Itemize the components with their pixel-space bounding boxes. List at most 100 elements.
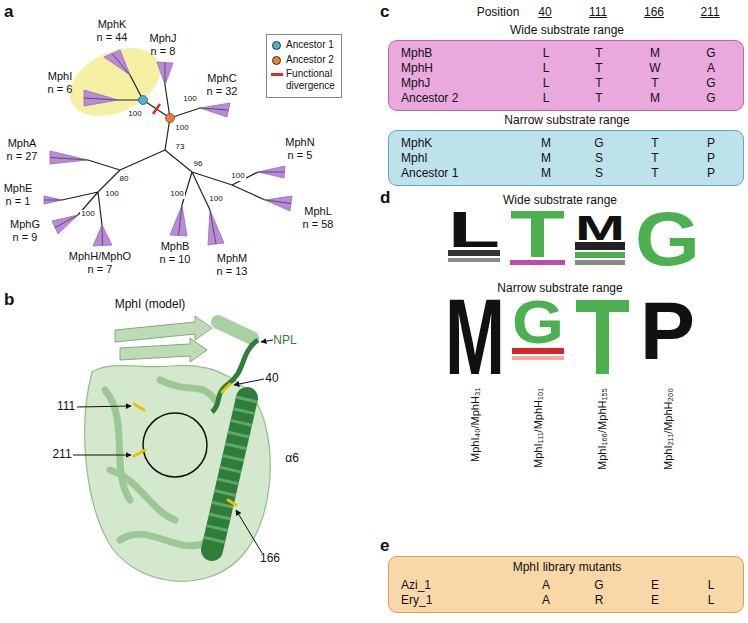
bootstrap-value: 80 <box>119 175 130 184</box>
table-cell: G <box>706 92 715 106</box>
legend-swatch <box>272 56 281 65</box>
table-cell: G <box>706 77 715 91</box>
clade-name: MphB <box>161 240 190 253</box>
bootstrap-value: 100 <box>80 210 95 219</box>
logo-letter: T <box>510 202 565 268</box>
table-cell: G <box>594 579 603 593</box>
logo-letter: G <box>512 293 564 353</box>
table-cell: MphB <box>401 47 432 61</box>
clade-count: n = 10 <box>160 253 191 266</box>
clade-count: n = 13 <box>217 265 248 278</box>
clade-name: MphL <box>304 205 332 218</box>
clade-count: n = 6 <box>48 83 73 96</box>
table-cell: MphH <box>401 62 433 76</box>
table-cell: S <box>595 152 603 166</box>
leader-line <box>236 510 262 553</box>
table-cell: T <box>651 167 658 181</box>
clade-count: n = 32 <box>207 85 238 98</box>
clade-count: n = 44 <box>97 31 128 44</box>
legend-box: Ancestor 1 Ancestor 2 Functional divergenc… <box>266 34 342 98</box>
position-axis-label: MphI₄₀/MphH₃₁ <box>468 388 482 462</box>
minor-residue <box>512 356 564 360</box>
panel-letter: b <box>4 290 14 310</box>
helix-stripes <box>212 398 247 550</box>
clade-count: n = 27 <box>7 150 38 163</box>
beta-sheet <box>115 316 212 362</box>
clade-count: n = 8 <box>151 45 176 58</box>
box-heading: Narrow substrate range <box>504 114 629 128</box>
minor-residue <box>575 260 625 265</box>
bootstrap-value: 100 <box>169 190 184 199</box>
table-cell: L <box>708 579 715 593</box>
clade-name: MphI <box>48 70 72 83</box>
clade-wedge <box>50 151 88 164</box>
ancestor-dot <box>139 96 148 105</box>
clade-count: n = 5 <box>288 149 313 162</box>
position-axis-label: MphI₁₆₆/MphH₁₅₅ <box>595 388 609 470</box>
residue-stick <box>222 384 230 392</box>
alpha6-helix <box>212 398 247 550</box>
legend-item: Ancestor 2 <box>271 54 338 66</box>
residue-stick <box>134 450 145 456</box>
table-cell: P <box>707 167 715 181</box>
ribbon <box>110 470 175 520</box>
minor-residue <box>448 258 500 262</box>
legend-text: Ancestor 1 <box>286 39 340 51</box>
residue-sticks <box>134 384 236 505</box>
logo-letter: L <box>448 206 500 255</box>
leader-lines <box>73 340 273 553</box>
position-number: 211 <box>700 6 719 20</box>
panel-letter: a <box>4 2 13 22</box>
table-cell: M <box>541 137 551 151</box>
ancestor-dot <box>166 114 175 123</box>
panel-letter: c <box>380 2 389 22</box>
table-cell: M <box>650 47 660 61</box>
logo-letter: M <box>575 210 625 246</box>
bootstrap-value: 100 <box>104 190 119 199</box>
table-cell: Ancestor 2 <box>401 92 458 106</box>
clade-wedges <box>44 50 292 246</box>
leader-line <box>77 406 131 407</box>
logo-letter: P <box>640 290 695 372</box>
clade-wedge <box>170 205 187 236</box>
structure-label: α6 <box>285 452 299 466</box>
table-cell: L <box>543 92 550 106</box>
column-header: Position <box>477 6 520 20</box>
table-cell: M <box>650 92 660 106</box>
legend-line-sample <box>271 73 283 76</box>
clade-count: n = 58 <box>303 218 334 231</box>
table-cell: T <box>595 47 602 61</box>
table-cell: Ery_1 <box>401 594 432 608</box>
clade-inner-branches <box>44 54 291 246</box>
logo-letter: M <box>445 285 505 392</box>
structure-label: MphI (model) <box>115 298 186 312</box>
leader-line <box>234 379 264 385</box>
protein-ribbons <box>105 380 215 546</box>
ribbon <box>160 380 215 400</box>
legend-item: Ancestor 1 <box>271 39 338 51</box>
table-cell: G <box>594 137 603 151</box>
legend-text: Functional divergence <box>286 68 340 91</box>
table-cell: L <box>708 594 715 608</box>
residue-stick <box>134 404 144 410</box>
table-cell: W <box>649 62 660 76</box>
protein-model <box>73 316 273 581</box>
table-cell: L <box>543 47 550 61</box>
active-site-circle <box>143 413 207 477</box>
clade-name: MphJ <box>150 32 177 45</box>
bootstrap-value: 100 <box>208 195 223 204</box>
table-cell: MphJ <box>401 77 430 91</box>
table-cell: A <box>542 579 550 593</box>
clade-name: MphG <box>10 218 40 231</box>
table-cell: A <box>542 594 550 608</box>
clade-name: MphM <box>217 252 248 265</box>
clade-name: MphC <box>207 72 236 85</box>
table-cell: T <box>595 77 602 91</box>
clade-name: MphK <box>98 18 127 31</box>
table-cell: T <box>595 62 602 76</box>
table-cell: L <box>543 62 550 76</box>
box-heading: MphI library mutants <box>513 561 622 575</box>
residue-stick <box>228 500 236 505</box>
position-number: 40 <box>538 6 551 20</box>
